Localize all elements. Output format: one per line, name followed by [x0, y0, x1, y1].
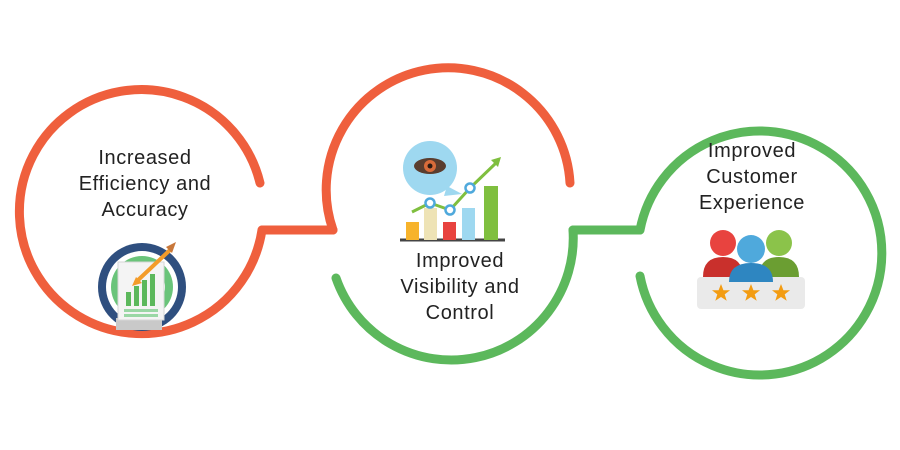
ring-1	[14, 85, 267, 339]
label-line: Accuracy	[101, 199, 189, 221]
label-line: Experience	[698, 192, 806, 214]
benefit-label-visibility: Improved Visibility and Control	[355, 248, 565, 326]
target-report-icon	[98, 242, 186, 331]
label-line: Customer	[706, 166, 798, 188]
label-line: Improved	[707, 140, 797, 162]
benefit-label-customer: Improved Customer Experience	[652, 138, 852, 216]
ring-2-bottom	[331, 225, 578, 365]
label-line: Increased	[98, 147, 192, 169]
ring-2-top	[321, 63, 575, 235]
label-line: Visibility and	[400, 276, 520, 298]
label-line: Control	[425, 302, 495, 324]
ring-3	[635, 126, 887, 380]
customer-rating-icon	[697, 230, 805, 309]
benefit-label-efficiency: Increased Efficiency and Accuracy	[40, 145, 250, 223]
growth-chart-eye-icon	[400, 141, 505, 242]
label-line: Efficiency and	[78, 173, 212, 195]
label-line: Improved	[415, 250, 505, 272]
